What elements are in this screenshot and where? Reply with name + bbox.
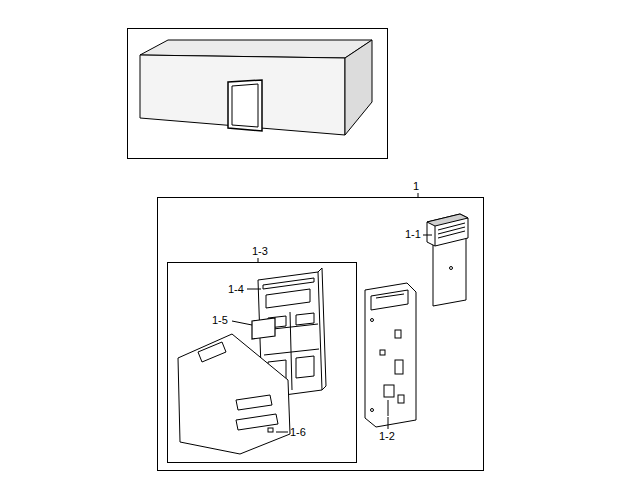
- callout-number: 1-4: [228, 283, 244, 296]
- part-1-2: [365, 283, 416, 427]
- callout-number: 1-1: [405, 228, 421, 241]
- thumbnail-frame: [128, 29, 388, 159]
- callout-number: 1-2: [379, 430, 395, 443]
- subassembly-frame: 1-3: [167, 262, 357, 463]
- callout-number: 1-6: [290, 426, 306, 439]
- leader-line: [247, 289, 261, 290]
- part-1-5: [252, 318, 275, 339]
- callout-number: 1-5: [212, 314, 228, 327]
- part-1-6: [178, 334, 290, 454]
- oven-thumbnail: [140, 40, 372, 135]
- leader-line: [232, 321, 252, 325]
- assembly-frame: 11-3: [157, 197, 484, 471]
- part-1-1: [427, 214, 468, 306]
- callout-number: 1-3: [252, 245, 268, 258]
- leader-line: [423, 235, 432, 236]
- callout-number: 1: [413, 180, 419, 193]
- leader-line: [388, 417, 389, 429]
- leader-line: [276, 432, 288, 433]
